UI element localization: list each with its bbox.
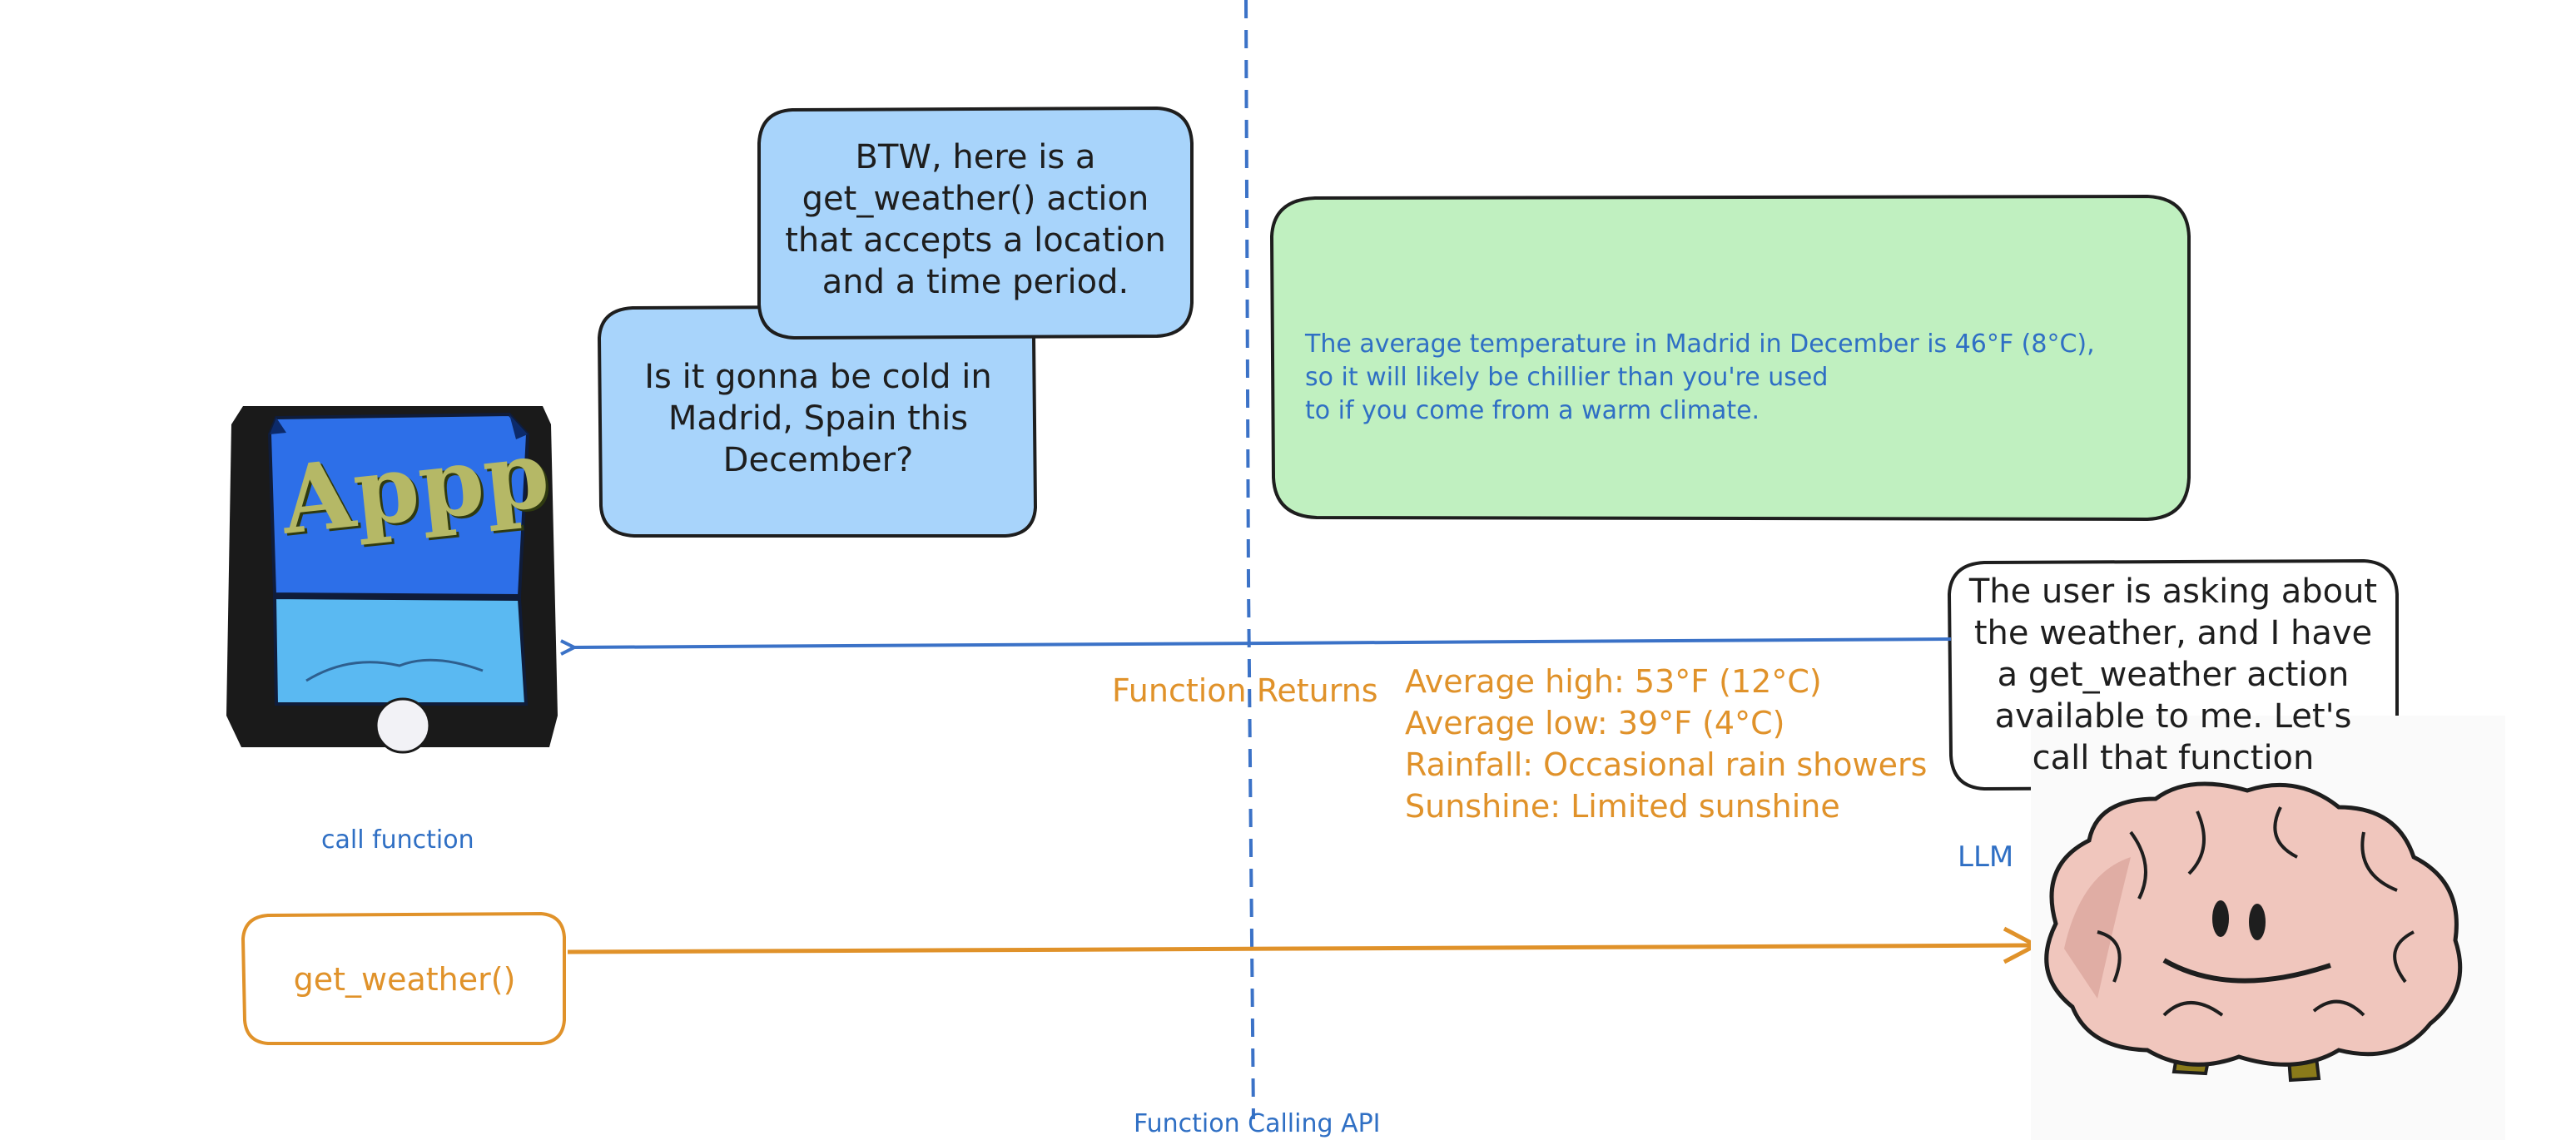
app-tablet-icon xyxy=(226,406,558,754)
function-returns-label: Function Returns xyxy=(1112,672,1378,709)
final-answer-box xyxy=(1269,194,2191,522)
llm-thought-text: The user is asking about the weather, an… xyxy=(1968,572,2378,777)
function-call-box-label: get_weather() xyxy=(293,961,516,998)
result-rainfall: Rainfall: Occasional rain showers xyxy=(1405,746,1928,783)
brain-icon xyxy=(2031,716,2505,1140)
call-arrow xyxy=(567,943,2032,954)
api-divider-line xyxy=(1244,0,1255,1120)
function-call-box-outline xyxy=(241,911,566,1045)
tool-definition-text: BTW, here is a get_weather() action that… xyxy=(785,138,1166,301)
result-average-low: Average low: 39°F (4°C) xyxy=(1405,705,1785,741)
function-result-list: Average high: 53°F (12°C) Average low: 3… xyxy=(1405,661,1954,827)
result-average-high: Average high: 53°F (12°C) xyxy=(1405,663,1822,700)
result-sunshine: Sunshine: Limited sunshine xyxy=(1405,788,1840,825)
llm-label: LLM xyxy=(1958,840,2014,874)
api-divider-label: Function Calling API xyxy=(1134,1109,1381,1138)
tool-definition-bubble xyxy=(757,106,1194,340)
app-logo-text: Appp xyxy=(275,419,554,556)
final-answer-text: The average temperature in Madrid in Dec… xyxy=(1305,330,2095,425)
call-function-label: call function xyxy=(321,825,474,855)
return-arrow xyxy=(574,637,1952,647)
user-question-text: Is it gonna be cold in Madrid, Spain thi… xyxy=(644,358,992,479)
